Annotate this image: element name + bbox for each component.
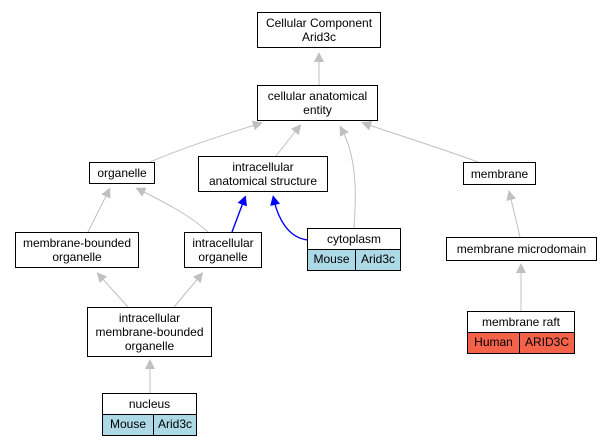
annotation-row: Mouse Arid3c	[308, 249, 400, 270]
node-membrane-bounded-organelle[interactable]: membrane-bounded organelle	[15, 232, 139, 268]
node-label: organelle	[97, 166, 147, 180]
node-label: membrane microdomain	[456, 242, 587, 256]
species-cell-human: Human	[468, 333, 519, 353]
node-label: cellular anatomical entity	[267, 89, 368, 117]
edge-microdomain-to-membrane	[506, 190, 521, 238]
node-label: cytoplasm	[326, 232, 382, 246]
edge-membrane-to-cae	[361, 120, 479, 163]
species-cell-mouse: Mouse	[308, 250, 355, 270]
node-organelle[interactable]: organelle	[89, 162, 155, 184]
node-intracellular-organelle[interactable]: intracellular organelle	[184, 232, 262, 268]
annotation-row: Human ARID3C	[468, 332, 574, 353]
node-cytoplasm[interactable]: cytoplasm Mouse Arid3c	[307, 228, 401, 271]
node-nucleus[interactable]: nucleus Mouse Arid3c	[102, 393, 197, 436]
node-label: nucleus	[128, 397, 171, 411]
species-cell-mouse: Mouse	[103, 415, 153, 435]
node-label: intracellular membrane-bounded organelle	[95, 311, 204, 353]
node-label: intracellular anatomical structure	[208, 160, 318, 188]
node-cellular-anatomical-entity[interactable]: cellular anatomical entity	[257, 85, 378, 121]
edge-imbo-to-io	[173, 272, 204, 308]
edge-cytoplasm-to-ias	[270, 195, 309, 241]
node-label: membrane	[470, 166, 529, 181]
node-membrane-microdomain[interactable]: membrane microdomain	[446, 237, 597, 261]
node-membrane[interactable]: membrane	[463, 162, 536, 185]
node-label: Cellular Component Arid3c	[265, 16, 373, 44]
edge-io-to-organelle	[135, 187, 209, 233]
node-label: intracellular organelle	[192, 236, 254, 264]
edge-mbo-to-organelle	[87, 187, 111, 233]
edge-imbo-to-mbo	[96, 272, 129, 308]
annotation-row: Mouse Arid3c	[103, 414, 196, 435]
gene-cell: Arid3c	[153, 415, 196, 435]
node-membrane-raft[interactable]: membrane raft Human ARID3C	[467, 311, 575, 354]
gene-cell: Arid3c	[355, 250, 400, 270]
edge-ias-to-cae	[275, 124, 302, 157]
node-intracellular-membrane-bounded-organelle[interactable]: intracellular membrane-bounded organelle	[87, 307, 212, 357]
node-label: membrane-bounded organelle	[22, 236, 132, 264]
gene-cell: ARID3C	[519, 333, 574, 353]
node-intracellular-anatomical-structure[interactable]: intracellular anatomical structure	[198, 156, 328, 192]
edge-organelle-to-cae	[149, 120, 263, 163]
node-cellular-component-root[interactable]: Cellular Component Arid3c	[257, 12, 381, 48]
edge-io-to-ias	[231, 195, 247, 233]
edge-cytoplasm-to-cae	[339, 125, 356, 229]
node-label: membrane raft	[481, 315, 561, 329]
